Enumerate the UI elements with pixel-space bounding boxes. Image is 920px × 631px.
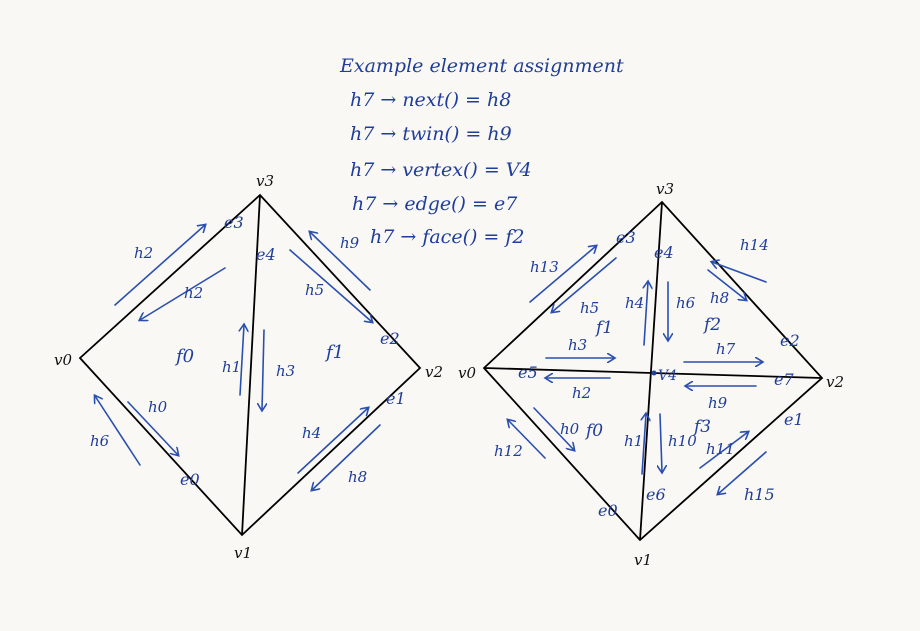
notes-line: h7 → next() = h8 [350,89,511,111]
edge-label: e4 [256,245,276,264]
halfedge-arrow [707,269,746,300]
halfedge-arrow [642,414,646,475]
halfedge-label: h5 [580,299,599,317]
edge-label: e0 [180,470,200,489]
vertex-label: v3 [256,172,274,190]
halfedge-label: h12 [494,442,523,460]
halfedge-label: h13 [530,258,559,276]
halfedge-arrow [310,232,371,291]
face-label: f2 [702,315,721,335]
edge-label: e2 [780,331,800,350]
halfedge-label: h6 [90,432,110,450]
halfedge-arrow [140,267,226,320]
edge-label: e3 [224,213,244,232]
halfedge-label: h14 [740,236,769,254]
halfedge-label: h1 [222,358,241,376]
halfedge-label: h2 [572,384,591,402]
edge-label: e6 [646,485,666,504]
halfedge-label: h8 [348,468,367,486]
halfedge-arrow [718,451,767,494]
face-label: f0 [174,346,194,367]
halfedge-arrow [699,432,748,469]
halfedge-arrow [508,420,546,459]
edge-label: e2 [380,329,400,348]
halfedge-label: h6 [676,294,696,312]
halfedge-arrow [312,424,381,490]
edge-label: e7 [774,370,794,389]
face-label: f1 [324,342,344,363]
halfedge-label: h7 [716,340,736,358]
halfedge-label: h1 [624,432,643,450]
edge-label: e4 [654,243,674,262]
halfedge-label: h15 [744,485,775,504]
notes-block: Example element assignment h7 → next() =… [339,55,624,248]
center-vertex-dot [651,370,657,376]
halfedge-arrow [533,407,574,450]
face-label: f0 [584,421,603,441]
halfedge-label: h4 [625,294,644,312]
left-mesh-edges [78,193,422,537]
vertex-label: v0 [458,364,476,382]
face-label: f1 [594,318,613,338]
face-label: f3 [692,417,711,437]
vertex-label: v1 [234,544,252,562]
right-mesh: v3 v0 v2 v1 V4 e3 e4 e2 e5 e7 e1 e6 e0 f… [458,180,844,569]
halfedge-label: h5 [305,281,324,299]
notes-line: h7 → face() = f2 [370,226,525,248]
notes-line: h7 → edge() = e7 [352,193,518,215]
halfedge-label: h10 [668,432,697,450]
halfedge-arrow [95,396,141,466]
halfedge-arrow [127,401,178,455]
halfedge-arrow [552,257,617,312]
halfedge-arrow [712,262,767,283]
halfedge-label: h9 [708,394,728,412]
halfedge-label: h8 [710,289,729,307]
edge-label: e1 [784,410,804,429]
edge-label: e3 [616,228,636,247]
halfedge-arrow [114,225,205,306]
vertex-label: V4 [658,368,677,384]
halfedge-label: h4 [302,424,321,442]
halfedge-label: h2 [134,244,153,262]
vertex-label: v0 [54,351,72,369]
edge-label: e1 [386,389,406,408]
notes-line: h7 → twin() = h9 [350,123,512,145]
vertex-label: v2 [425,363,443,381]
vertex-label: v1 [634,551,652,569]
vertex-label: v2 [826,373,844,391]
edge-label: e0 [598,501,618,520]
vertex-label: v3 [656,180,674,198]
halfedge-label: h0 [560,420,580,438]
halfedge-label: h3 [276,362,295,380]
halfedge-label: h2 [184,284,203,302]
halfedge-label: h0 [148,398,168,416]
notes-line: h7 → vertex() = V4 [350,159,532,181]
halfedge-arrow [240,325,244,396]
halfedge-arrow [289,249,372,322]
halfedge-arrow [644,282,648,346]
halfedge-arrow [297,408,368,474]
halfedge-arrow [529,246,596,303]
halfedge-label: h9 [340,234,360,252]
halfedge-label: h11 [706,440,735,458]
halfedge-label: h3 [568,336,587,354]
halfedge-arrow [262,329,264,410]
halfedge-arrow [660,413,662,472]
edge-label: e5 [518,363,538,382]
notes-title: Example element assignment [339,55,624,77]
left-mesh: v3 v0 v2 v1 e3 e4 e2 e1 e0 f0 f1 h2 h2 h… [54,172,443,562]
